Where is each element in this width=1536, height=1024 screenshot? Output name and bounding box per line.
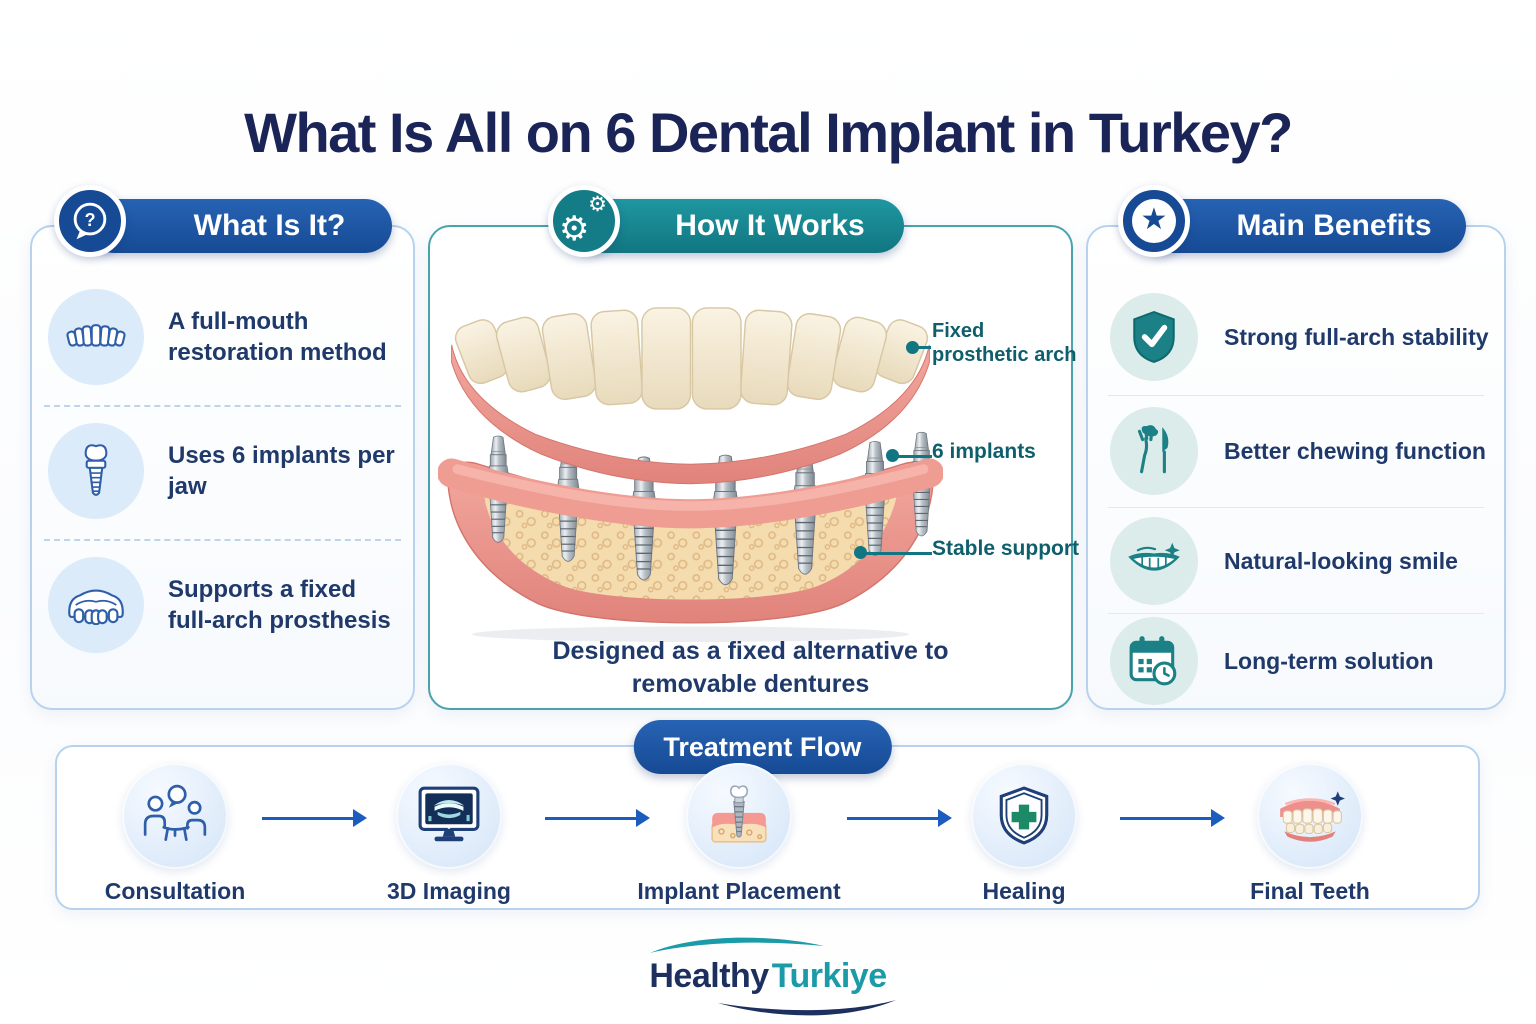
denture-arch-icon bbox=[48, 557, 144, 653]
logo-swoosh-top bbox=[650, 937, 824, 953]
callout-dot bbox=[906, 341, 919, 354]
flow-arrow bbox=[262, 809, 367, 827]
healthy-turkiye-logo: HealthyTurkiye bbox=[638, 933, 898, 1019]
gears-icon: ⚙ ⚙ bbox=[548, 185, 620, 257]
what-is-it-header-label: What Is It? bbox=[193, 209, 346, 242]
star-icon: ★ bbox=[1140, 202, 1168, 237]
list-item: Uses 6 implants per jaw bbox=[48, 423, 398, 519]
panel-main-benefits: Main Benefits ★ Strong full-arch stabili… bbox=[1086, 185, 1509, 710]
callout-stable-support: Stable support bbox=[932, 537, 1080, 560]
dashed-divider bbox=[44, 539, 401, 541]
treatment-flow-header: Treatment Flow bbox=[633, 720, 892, 774]
flow-step-consultation: Consultation bbox=[65, 763, 285, 905]
flow-arrow bbox=[1120, 809, 1225, 827]
panel-treatment-flow: Treatment Flow Consultati bbox=[55, 720, 1480, 910]
list-item: Long-term solution bbox=[1110, 617, 1509, 705]
calendar-clock-icon bbox=[1110, 617, 1198, 705]
list-item-label: Better chewing function bbox=[1224, 437, 1486, 464]
divider bbox=[1108, 395, 1484, 396]
gear-icon: ⚙ bbox=[588, 192, 607, 216]
callout-6-implants: 6 implants bbox=[932, 440, 1036, 463]
implant-placement-icon bbox=[686, 763, 792, 869]
flow-arrow bbox=[545, 809, 650, 827]
main-benefits-header-label: Main Benefits bbox=[1236, 209, 1432, 242]
dental-implant-icon bbox=[48, 423, 144, 519]
shield-check-icon bbox=[1110, 293, 1198, 381]
main-benefits-header: Main Benefits bbox=[1140, 199, 1466, 253]
healing-shield-icon bbox=[971, 763, 1077, 869]
teeth-row-icon bbox=[48, 289, 144, 385]
list-item-label: Natural-looking smile bbox=[1224, 547, 1458, 574]
smile-sparkle-icon bbox=[1110, 517, 1198, 605]
cutlery-icon bbox=[1110, 407, 1198, 495]
callout-dot bbox=[886, 449, 899, 462]
question-glyph: ? bbox=[84, 210, 95, 230]
monitor-3d-imaging-icon bbox=[396, 763, 502, 869]
list-item: Strong full-arch stability bbox=[1110, 293, 1509, 381]
what-is-it-header: What Is It? bbox=[87, 199, 392, 253]
question-bubble-icon: ? bbox=[54, 185, 126, 257]
how-it-works-caption: Designed as a fixed alternative to remov… bbox=[552, 637, 949, 698]
callout-line bbox=[865, 552, 932, 555]
consultation-icon bbox=[122, 763, 228, 869]
panel-how-it-works: How It Works ⚙ ⚙ bbox=[428, 185, 1079, 710]
list-item-label: Strong full-arch stability bbox=[1224, 323, 1489, 350]
logo-word-turkiye: Turkiye bbox=[771, 957, 887, 995]
divider bbox=[1108, 507, 1484, 508]
divider bbox=[1108, 613, 1484, 614]
list-item: Natural-looking smile bbox=[1110, 517, 1509, 605]
callout-line bbox=[897, 455, 932, 458]
callout-fixed-prosthetic-arch: Fixed prosthetic arch bbox=[932, 320, 1077, 366]
list-item-label: Long-term solution bbox=[1224, 647, 1434, 674]
list-item: Better chewing function bbox=[1110, 407, 1509, 495]
logo-swoosh-bottom bbox=[718, 1000, 896, 1016]
how-it-works-header: How It Works bbox=[572, 199, 904, 253]
flow-step-implant-placement: Implant Placement bbox=[629, 763, 849, 905]
star-badge-icon: ★ bbox=[1118, 185, 1190, 257]
flow-step-label: 3D Imaging bbox=[387, 878, 511, 904]
list-item: Supports a fixed full-arch prosthesis bbox=[48, 557, 398, 653]
callout-dot bbox=[854, 546, 867, 559]
flow-step-label: Consultation bbox=[104, 878, 246, 904]
list-item-label: A full-mouth restoration method bbox=[168, 307, 387, 366]
list-item-label: Supports a fixed full-arch prosthesis bbox=[168, 575, 391, 634]
all-on-6-jaw-illustration bbox=[438, 307, 943, 642]
callout-line bbox=[917, 346, 931, 349]
dashed-divider bbox=[44, 405, 401, 407]
flow-step-final-teeth: Final Teeth bbox=[1200, 763, 1420, 905]
flow-step-3d-imaging: 3D Imaging bbox=[339, 763, 559, 905]
page-title: What Is All on 6 Dental Implant in Turke… bbox=[244, 101, 1293, 164]
flow-step-label: Healing bbox=[982, 878, 1066, 904]
flow-step-label: Implant Placement bbox=[637, 878, 841, 904]
list-item-label: Uses 6 implants per jaw bbox=[168, 441, 395, 500]
final-teeth-icon bbox=[1257, 763, 1363, 869]
how-it-works-header-label: How It Works bbox=[675, 209, 865, 242]
logo-word-healthy: Healthy bbox=[649, 957, 769, 995]
flow-arrow bbox=[847, 809, 952, 827]
flow-step-label: Final Teeth bbox=[1250, 878, 1370, 904]
list-item: A full-mouth restoration method bbox=[48, 289, 398, 385]
panel-what-is-it: What Is It? ? bbox=[30, 185, 415, 710]
gear-icon: ⚙ bbox=[559, 209, 590, 249]
flow-step-healing: Healing bbox=[914, 763, 1134, 905]
treatment-flow-header-label: Treatment Flow bbox=[663, 731, 862, 762]
